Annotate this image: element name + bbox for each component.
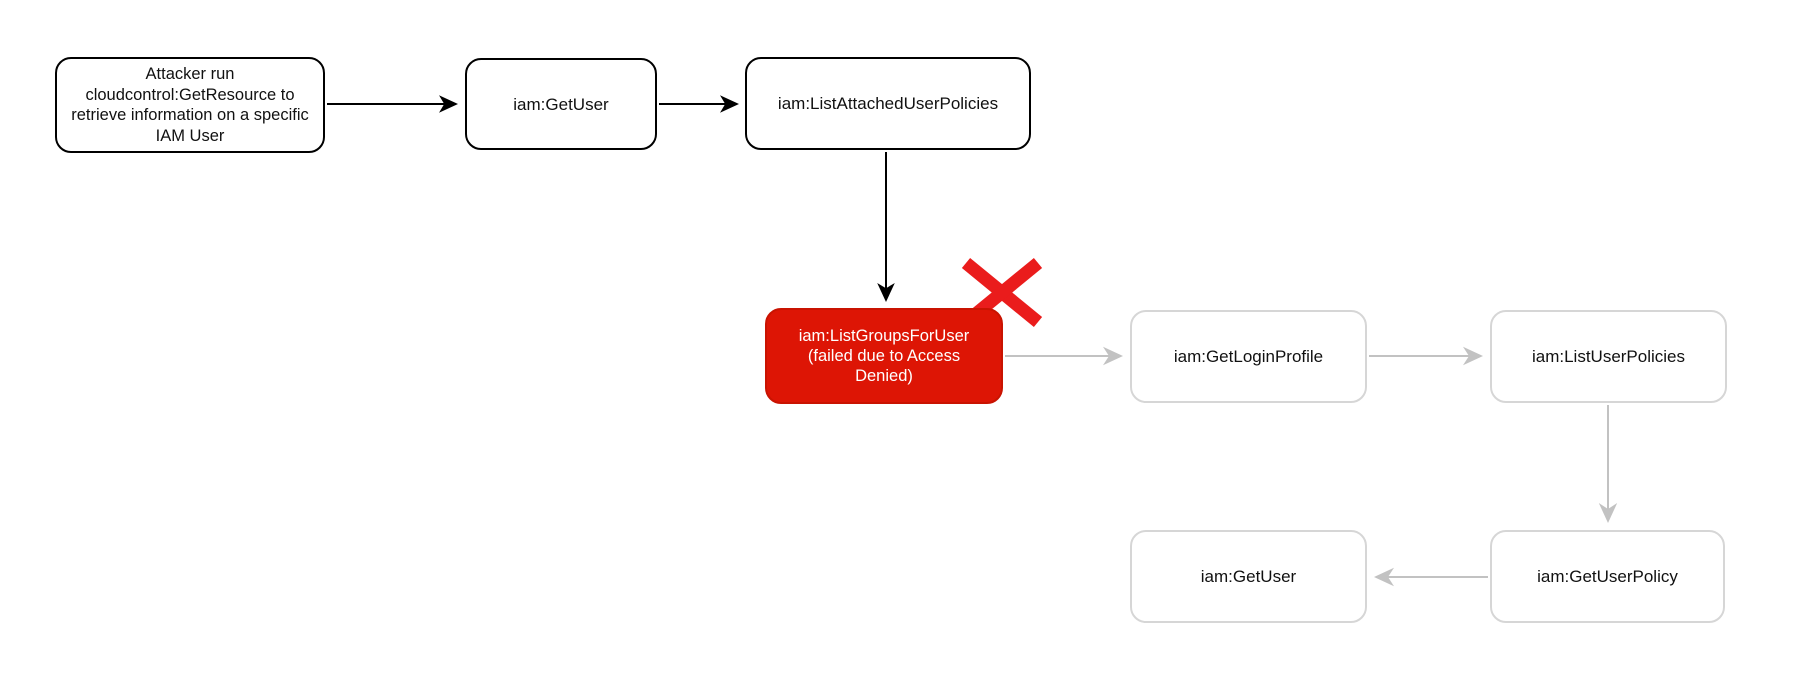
node-attacker-getresource: Attacker run cloudcontrol:GetResource to… bbox=[55, 57, 325, 153]
node-label: iam:ListGroupsForUser (failed due to Acc… bbox=[798, 327, 970, 385]
node-label: iam:GetUser bbox=[513, 94, 609, 114]
node-iam-listuserpolicies: iam:ListUserPolicies bbox=[1490, 310, 1727, 403]
node-label: iam:ListUserPolicies bbox=[1531, 347, 1686, 366]
node-label: iam:GetLoginProfile bbox=[1173, 347, 1324, 366]
node-label: iam:GetUser bbox=[1200, 567, 1297, 586]
node-iam-listattacheduserpolicies: iam:ListAttachedUserPolicies bbox=[745, 57, 1031, 150]
node-iam-getuser-2: iam:GetUser bbox=[1130, 530, 1367, 623]
node-label: Attacker run cloudcontrol:GetResource to… bbox=[71, 65, 309, 145]
node-label: iam:GetUserPolicy bbox=[1537, 567, 1678, 586]
node-iam-getuser-1: iam:GetUser bbox=[465, 58, 657, 150]
node-iam-listgroupsforuser-failed: iam:ListGroupsForUser (failed due to Acc… bbox=[765, 308, 1003, 404]
node-iam-getuserpolicy: iam:GetUserPolicy bbox=[1490, 530, 1725, 623]
node-iam-getloginprofile: iam:GetLoginProfile bbox=[1130, 310, 1367, 403]
node-label: iam:ListAttachedUserPolicies bbox=[777, 94, 999, 113]
